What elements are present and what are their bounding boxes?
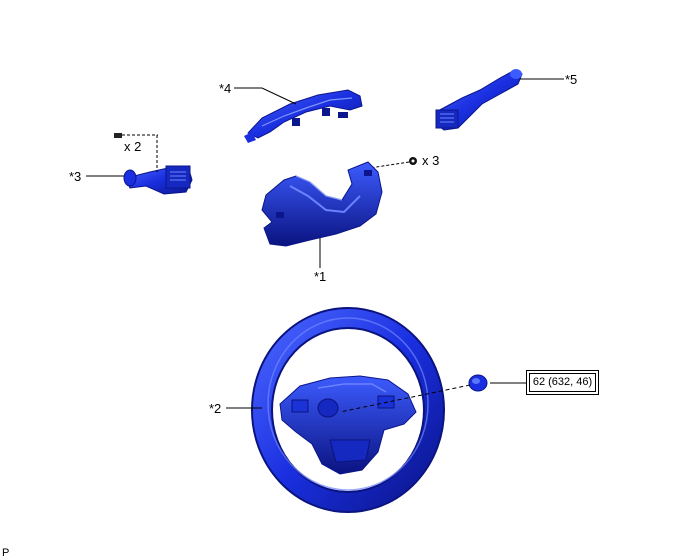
corner-letter: P: [2, 547, 10, 559]
part-2-label: *2: [209, 401, 222, 416]
upper-column-cover-part: [244, 89, 363, 143]
steering-wheel-nut-part: [339, 374, 488, 413]
steering-wheel-part: [251, 307, 445, 513]
torque-spec-box: 62 (632, 46): [526, 370, 599, 395]
part-5-label: *5: [565, 72, 578, 87]
wiper-switch-part: [435, 69, 523, 131]
screw-part: [114, 133, 158, 172]
clip-quantity-label: x 3: [422, 153, 440, 168]
part-4-label: *4: [219, 81, 232, 96]
turn-signal-switch-part: [123, 165, 193, 195]
leader-lines: [86, 78, 564, 409]
part-1-label: *1: [314, 269, 327, 284]
torque-spec-value: 62 (632, 46): [529, 373, 596, 392]
lower-column-cover-part: [261, 161, 383, 247]
part-3-label: *3: [69, 169, 82, 184]
screw-quantity-label: x 2: [124, 139, 142, 154]
clip-part: [369, 157, 417, 169]
